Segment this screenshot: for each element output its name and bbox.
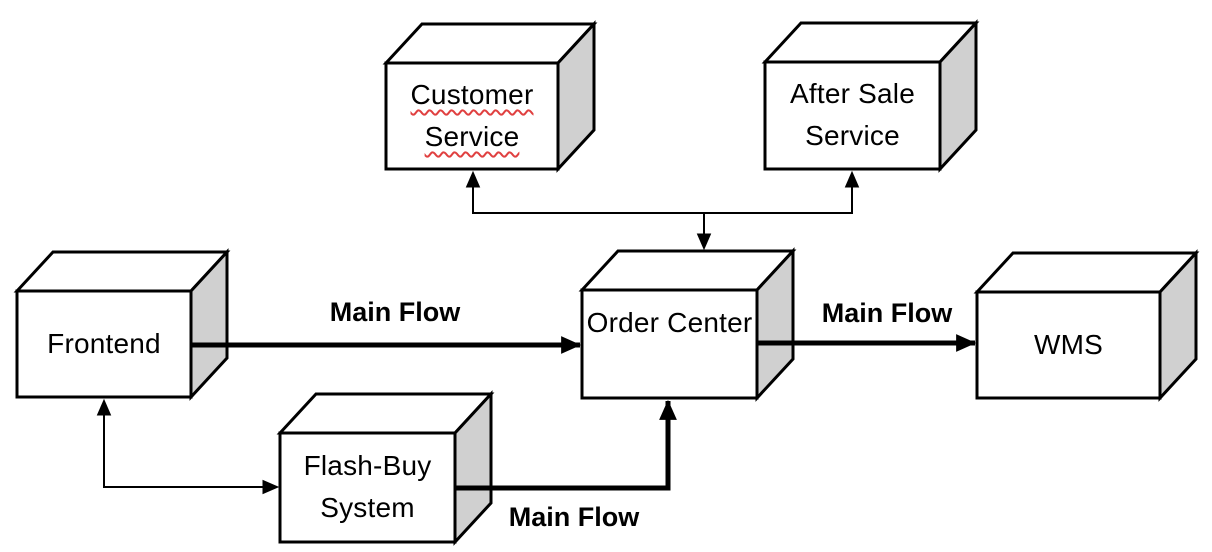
node-order-center-label: Order Center — [586, 307, 753, 338]
edge-label-main-flow-flashbuy-order: Main Flow — [508, 502, 640, 532]
node-customer-service-label: Customer Service — [410, 79, 534, 152]
node-frontend-label: Frontend — [47, 328, 161, 359]
arrow-frontend-flash-buy-bidirectional — [96, 398, 280, 495]
node-after-sale-service-box — [761, 19, 980, 173]
node-after-sale-service-label: After Sale Service — [790, 78, 915, 151]
edge-label-main-flow-order-wms: Main Flow — [821, 298, 953, 328]
node-wms-label: WMS — [1033, 329, 1104, 360]
node-frontend-box — [13, 248, 231, 401]
edge-label-main-flow-frontend-order: Main Flow — [329, 297, 461, 327]
node-wms-box — [973, 249, 1200, 402]
node-flash-buy-system-label: Flash-Buy System — [303, 450, 432, 523]
node-customer-service-box — [382, 20, 598, 173]
arrow-to-customer-and-after-sale-service — [465, 170, 860, 214]
node-flash-buy-system-box — [276, 390, 495, 546]
arrow-flash-buy-to-order-center — [455, 399, 677, 491]
